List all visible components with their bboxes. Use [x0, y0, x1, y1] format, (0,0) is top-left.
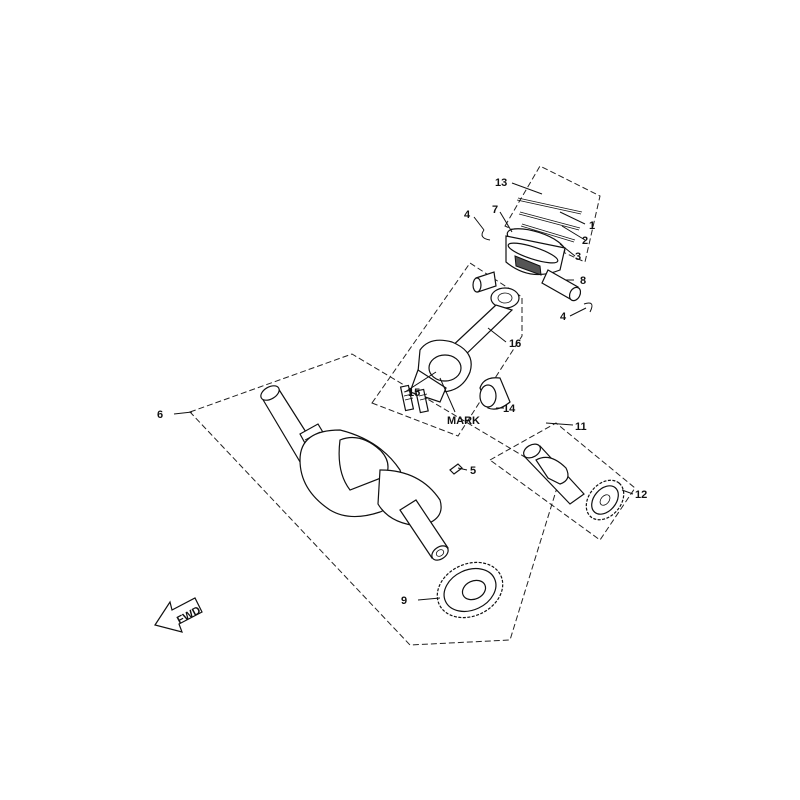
small-end-bushing: [472, 271, 497, 293]
callout-4-right: 4: [560, 311, 567, 323]
callout-15: 15: [408, 387, 420, 399]
callout-1: 1: [589, 220, 595, 232]
circlip-right: [583, 302, 593, 313]
callout-2: 2: [582, 235, 588, 247]
callout-labels: 13 7 4 1 2 3 8 4 16 6 15 14 MARK 5 11 12…: [157, 177, 647, 607]
callout-13: 13: [495, 177, 507, 189]
rod-bolts: [399, 384, 429, 414]
balancer-shaft-group-outline: [489, 422, 636, 541]
callout-mark: MARK: [447, 415, 480, 427]
big-end-bearing: [479, 377, 511, 410]
connecting-rod-group-outline: [371, 262, 523, 437]
crankshaft-gear: [436, 561, 504, 619]
piston-rings: [516, 197, 583, 243]
callout-3: 3: [575, 251, 581, 263]
woodruff-key: [449, 463, 463, 475]
piston: [505, 228, 566, 276]
callout-7: 7: [492, 204, 498, 216]
callout-9: 9: [401, 595, 407, 607]
callout-11: 11: [575, 421, 587, 433]
fwd-arrow: FWD: [154, 597, 203, 633]
callout-4-left: 4: [464, 209, 471, 221]
piston-group-outline: [504, 165, 601, 263]
crankshaft-group-outline: [189, 353, 561, 646]
callout-6: 6: [157, 409, 163, 421]
callout-12: 12: [635, 489, 647, 501]
circlip-left: [481, 229, 491, 241]
balancer-gear: [585, 479, 625, 521]
crankshaft: [260, 385, 449, 561]
leader-lines: [173, 182, 634, 601]
balancer-shaft: [523, 443, 585, 505]
piston-pin: [541, 269, 582, 302]
callout-5: 5: [470, 465, 476, 477]
callout-8: 8: [580, 275, 586, 287]
callout-14: 14: [503, 403, 516, 415]
connecting-rod: [409, 287, 520, 403]
callout-16: 16: [509, 338, 521, 350]
